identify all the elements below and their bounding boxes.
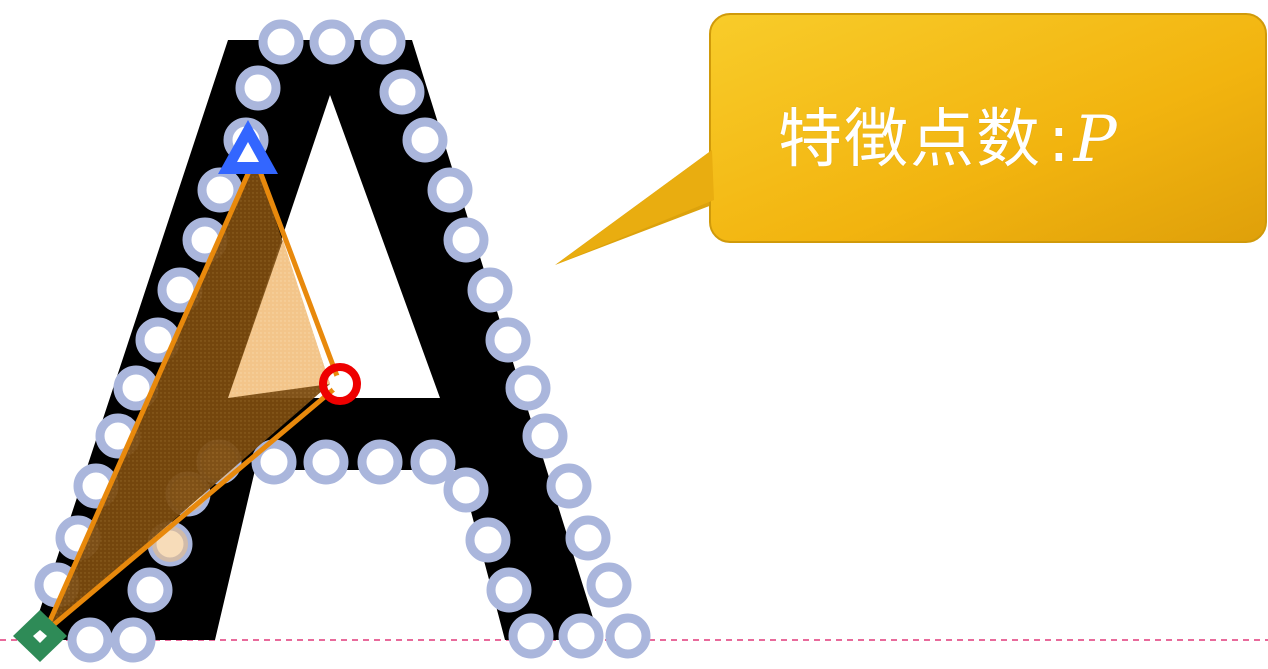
feature-point-ring <box>467 267 513 313</box>
triangle-light-region <box>228 240 330 398</box>
feature-point-ring <box>110 617 156 663</box>
feature-point-ring <box>443 467 489 513</box>
feature-point-ring <box>67 617 113 663</box>
feature-point-ring <box>258 19 304 65</box>
feature-point-ring <box>379 69 425 115</box>
callout-label-text: 特徴点数 <box>778 103 1042 177</box>
feature-point-ring <box>309 19 355 65</box>
feature-point-ring <box>360 19 406 65</box>
feature-point-ring <box>485 317 531 363</box>
triangle-marker-icon <box>218 120 278 174</box>
callout-variable: P <box>1073 103 1119 177</box>
feature-point-ring <box>303 439 349 485</box>
feature-point-ring <box>605 613 651 659</box>
triangle-dark-region <box>45 158 330 632</box>
feature-point-ring <box>357 439 403 485</box>
feature-point-ring <box>486 567 532 613</box>
feature-point-ring <box>505 365 551 411</box>
callout-label: 特徴点数:P <box>778 88 1119 188</box>
feature-point-ring <box>251 439 297 485</box>
feature-point-ring <box>235 65 281 111</box>
feature-point-ring <box>427 167 473 213</box>
feature-point-ring <box>465 517 511 563</box>
callout-bubble <box>555 13 1267 265</box>
callout-separator: : <box>1048 103 1072 177</box>
feature-point-ring <box>402 117 448 163</box>
feature-point-ring <box>508 613 554 659</box>
feature-point-ring <box>565 515 611 561</box>
feature-point-ring <box>558 613 604 659</box>
triangle-edges <box>42 155 343 635</box>
feature-point-ring <box>546 463 592 509</box>
feature-point-ring <box>127 567 173 613</box>
feature-point-ring <box>586 562 632 608</box>
feature-triangle <box>42 155 343 635</box>
feature-point-ring <box>410 439 456 485</box>
feature-point-ring <box>443 217 489 263</box>
feature-point-ring <box>522 413 568 459</box>
diamond-marker-icon <box>13 610 67 662</box>
circle-marker-icon <box>319 363 361 405</box>
